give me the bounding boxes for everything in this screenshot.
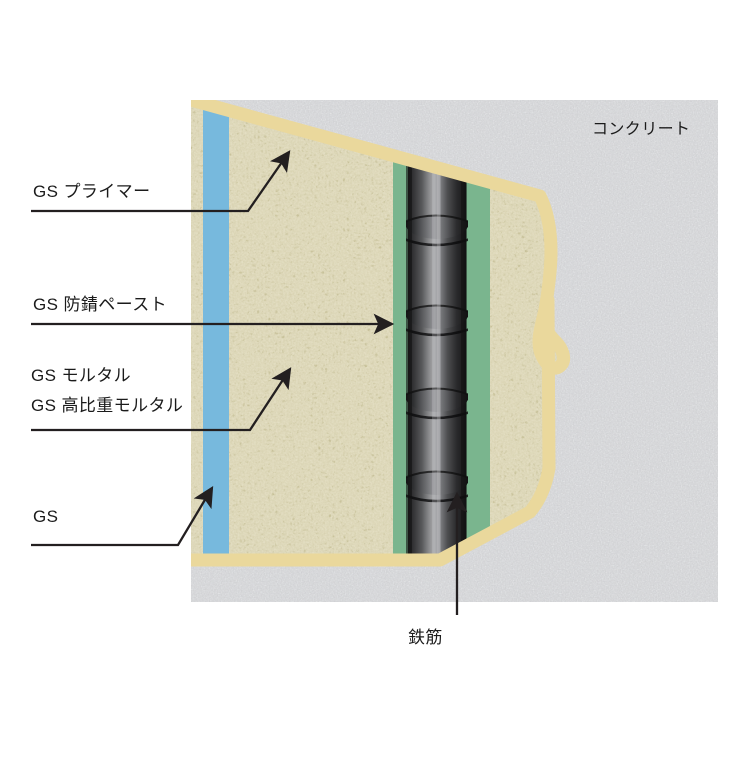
leader-gs (31, 486, 214, 547)
label-rebar: 鉄筋 (408, 628, 443, 647)
gs-primer-band (191, 100, 571, 567)
label-gs-rust-paste: GS 防錆ペースト (33, 295, 168, 314)
leader-mortar (31, 367, 292, 432)
label-concrete: コンクリート (592, 121, 691, 138)
label-gs-heavy-mortar: GS 高比重モルタル (31, 396, 184, 415)
gs-blue-layer (203, 100, 229, 560)
leader-lines (31, 150, 468, 615)
label-gs-primer: GS プライマー (33, 182, 151, 201)
label-gs-mortar: GS モルタル (31, 366, 132, 385)
leader-primer (31, 150, 291, 213)
label-gs: GS (33, 507, 59, 526)
